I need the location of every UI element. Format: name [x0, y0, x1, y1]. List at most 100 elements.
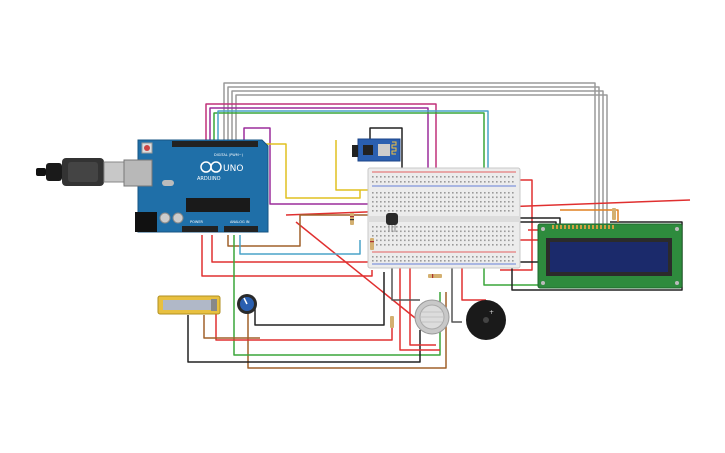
breadboard-hole [388, 176, 390, 178]
breadboard-hole [496, 201, 498, 203]
breadboard-hole [448, 210, 450, 212]
breadboard-hole [440, 260, 442, 262]
wire-yellow-1[interactable] [252, 143, 361, 199]
breadboard-hole [472, 235, 474, 237]
usb-cable[interactable] [36, 158, 127, 186]
breadboard-hole [464, 201, 466, 203]
breadboard-hole [476, 181, 478, 183]
breadboard-hole [396, 201, 398, 203]
breadboard-hole [432, 196, 434, 199]
wire-black-1[interactable] [187, 315, 421, 363]
breadboard-hole [392, 260, 394, 262]
piezo-buzzer[interactable]: + [466, 300, 506, 340]
wire-red-2[interactable] [211, 235, 380, 263]
resistor[interactable] [612, 208, 616, 220]
breadboard-hole [372, 260, 374, 262]
wire-blue-2[interactable] [239, 235, 361, 255]
wire-red-3[interactable] [500, 179, 533, 271]
breadboard-holes [372, 176, 514, 262]
breadboard-hole [388, 192, 390, 194]
wire-red-7[interactable] [461, 268, 486, 301]
breadboard-hole [508, 181, 510, 183]
breadboard-hole [372, 192, 374, 194]
wire-brown-2[interactable] [247, 292, 447, 369]
arduino-uno[interactable]: UNO ARDUINO DIGITAL (PWM~) POWER ANALOG … [123, 139, 269, 233]
breadboard-hole [408, 230, 410, 233]
wire-red-4[interactable] [399, 268, 440, 351]
breadboard-hole [428, 256, 430, 258]
breadboard-hole [440, 256, 442, 258]
power-header [182, 226, 218, 232]
resistor[interactable] [350, 213, 354, 225]
breadboard-hole [404, 256, 406, 258]
lcd-16x2[interactable] [537, 223, 683, 289]
breadboard-hole [496, 230, 498, 233]
breadboard-hole [480, 235, 482, 237]
breadboard-hole [488, 205, 490, 208]
breadboard-hole [408, 201, 410, 203]
wire-gray-3[interactable] [231, 90, 604, 228]
gas-sensor[interactable] [414, 299, 450, 335]
wire-brown-3[interactable] [203, 315, 260, 339]
breadboard-hole [428, 226, 430, 228]
breadboard-hole [468, 201, 470, 203]
breadboard-hole [472, 181, 474, 183]
breadboard-hole [420, 230, 422, 233]
breadboard-hole [424, 181, 426, 183]
breadboard[interactable] [367, 167, 521, 269]
wire-red-5[interactable] [409, 268, 436, 346]
breadboard-hole [464, 176, 466, 178]
breadboard-hole [476, 196, 478, 199]
breadboard-hole [404, 205, 406, 208]
resistor[interactable] [390, 316, 394, 328]
breadboard-hole [444, 192, 446, 194]
breadboard-hole [488, 201, 490, 203]
wire-darkgray-1[interactable] [391, 268, 420, 301]
breadboard-hole [376, 181, 378, 183]
breadboard-hole [424, 239, 426, 242]
breadboard-hole [408, 196, 410, 199]
wire-purple-1[interactable] [209, 107, 429, 193]
esp8266-module[interactable] [352, 138, 401, 162]
wire-red-6[interactable] [215, 300, 393, 341]
breadboard-hole [416, 192, 418, 194]
breadboard-hole [468, 226, 470, 228]
potentiometer[interactable] [237, 294, 257, 314]
breadboard-hole [452, 244, 454, 246]
breadboard-hole [400, 181, 402, 183]
wire-darkgray-2[interactable] [451, 268, 462, 323]
breadboard-hole [480, 210, 482, 212]
temperature-sensor[interactable] [386, 213, 398, 232]
breadboard-hole [504, 235, 506, 237]
breadboard-hole [456, 201, 458, 203]
breadboard-hole [384, 260, 386, 262]
wire-yellow-2[interactable] [335, 140, 372, 191]
wire-red-diag[interactable] [295, 221, 431, 331]
power-jack [135, 212, 157, 232]
analog-header [224, 226, 258, 232]
breadboard-hole [480, 196, 482, 199]
wire-black-2[interactable] [254, 272, 385, 326]
breadboard-hole [428, 205, 430, 208]
wire-gray-4[interactable] [235, 94, 608, 228]
breadboard-hole [384, 226, 386, 228]
breadboard-hole [424, 196, 426, 199]
slide-switch[interactable] [157, 295, 221, 315]
wire-green-1[interactable] [213, 112, 485, 193]
breadboard-hole [424, 210, 426, 212]
breadboard-hole [484, 196, 486, 199]
breadboard-hole [456, 244, 458, 246]
breadboard-hole [492, 176, 494, 178]
wire-magenta-1[interactable] [205, 103, 437, 193]
breadboard-hole [468, 239, 470, 242]
resistor[interactable] [370, 238, 374, 250]
breadboard-hole [444, 176, 446, 178]
wire-orange-1[interactable] [560, 209, 619, 222]
wire-red-1[interactable] [201, 235, 373, 277]
resistor[interactable] [428, 274, 442, 278]
breadboard-hole [376, 192, 378, 194]
breadboard-hole [372, 176, 374, 178]
breadboard-hole [396, 230, 398, 233]
breadboard-hole [388, 239, 390, 242]
wire-black-esp[interactable] [369, 127, 403, 178]
